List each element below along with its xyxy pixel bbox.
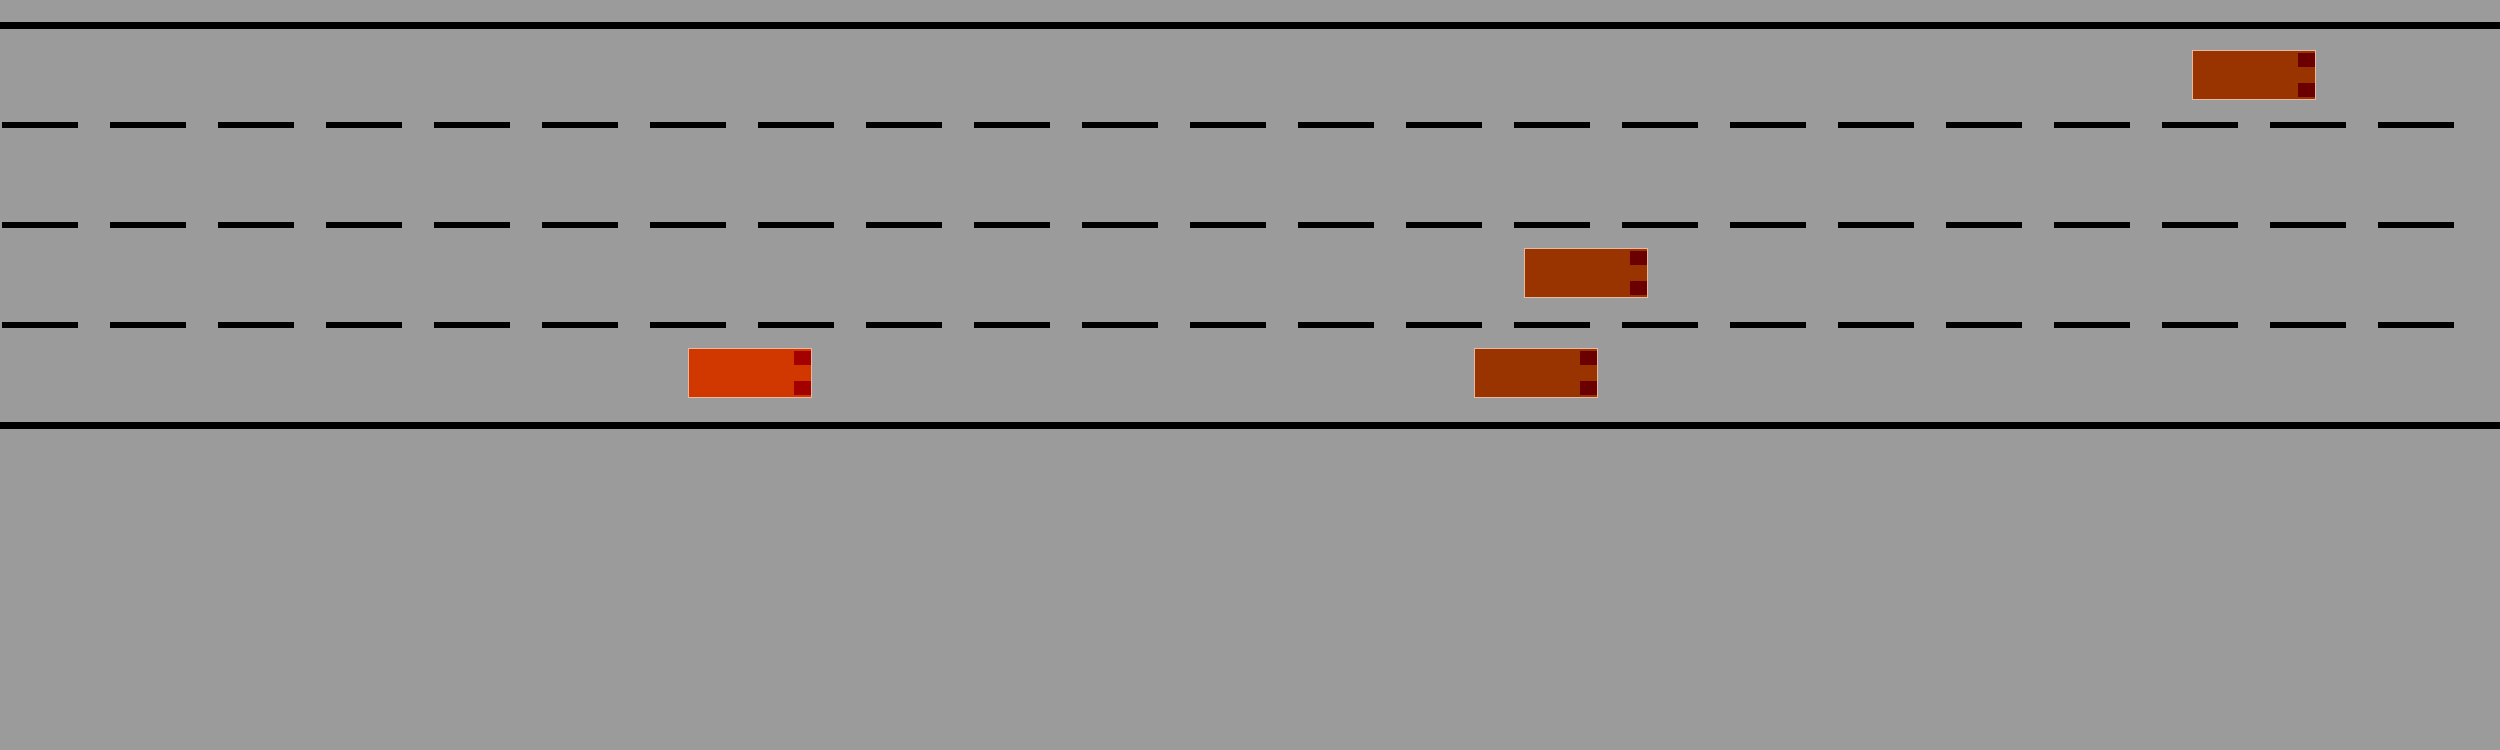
lane-divider-2 (0, 222, 2500, 228)
traffic-car (2192, 50, 2316, 100)
road-edge-top (0, 22, 2500, 29)
lane-divider-1 (0, 122, 2500, 128)
tail-light-icon (1580, 351, 1597, 365)
tail-light-icon (1630, 281, 1647, 295)
road-edge-bottom (0, 422, 2500, 429)
tail-light-icon (2298, 53, 2315, 67)
tail-light-icon (794, 381, 811, 395)
tail-light-icon (794, 351, 811, 365)
tail-light-icon (1630, 251, 1647, 265)
ego-car (688, 348, 812, 398)
tail-light-icon (1580, 381, 1597, 395)
tail-light-icon (2298, 83, 2315, 97)
traffic-car (1474, 348, 1598, 398)
traffic-car (1524, 248, 1648, 298)
lane-divider-3 (0, 322, 2500, 328)
